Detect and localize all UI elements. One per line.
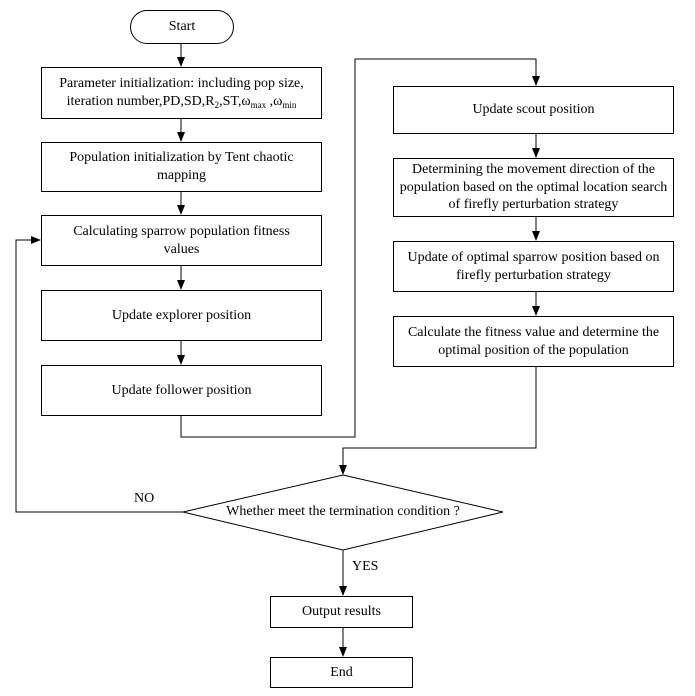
no-label: NO — [134, 491, 155, 506]
update-follower-text: Update follower position — [111, 382, 252, 398]
fitness-calculation-box: Calculating sparrow population fitness v… — [41, 215, 322, 266]
parameter-initialization-text: Parameter initialization: including pop … — [59, 75, 304, 110]
arrow-no-loop — [15, 236, 183, 513]
population-initialization-text: Population initialization by Tent chaoti… — [69, 150, 294, 183]
update-explorer-box: Update explorer position — [41, 290, 322, 341]
output-results-box: Output results — [270, 596, 413, 628]
arrow-calc-to-decision — [339, 367, 537, 475]
calculate-fitness-optimal-box: Calculate the fitness value and determin… — [393, 316, 674, 367]
output-results-text: Output results — [302, 604, 381, 620]
update-scout-box: Update scout position — [393, 86, 674, 134]
population-initialization-box: Population initialization by Tent chaoti… — [41, 142, 322, 192]
yes-label: YES — [352, 559, 379, 574]
arrow-follower-to-scout — [180, 58, 540, 438]
optimal-sparrow-update-text: Update of optimal sparrow position based… — [407, 249, 660, 283]
update-follower-box: Update follower position — [41, 365, 322, 416]
movement-direction-box: Determining the movement direction of th… — [393, 158, 674, 217]
update-scout-text: Update scout position — [472, 102, 595, 118]
optimal-sparrow-update-box: Update of optimal sparrow position based… — [393, 241, 674, 292]
termination-condition-text: Whether meet the termination condition ? — [226, 504, 460, 519]
update-explorer-text: Update explorer position — [111, 307, 252, 323]
end-label: End — [330, 664, 353, 680]
parameter-initialization-box: Parameter initialization: including pop … — [41, 67, 322, 119]
fitness-calculation-text: Calculating sparrow population fitness v… — [73, 223, 290, 257]
start-label: Start — [168, 19, 196, 35]
start-node: Start — [130, 10, 234, 44]
end-node: End — [270, 657, 413, 688]
calculate-fitness-optimal-text: Calculate the fitness value and determin… — [407, 324, 660, 358]
movement-direction-text: Determining the movement direction of th… — [399, 161, 668, 213]
